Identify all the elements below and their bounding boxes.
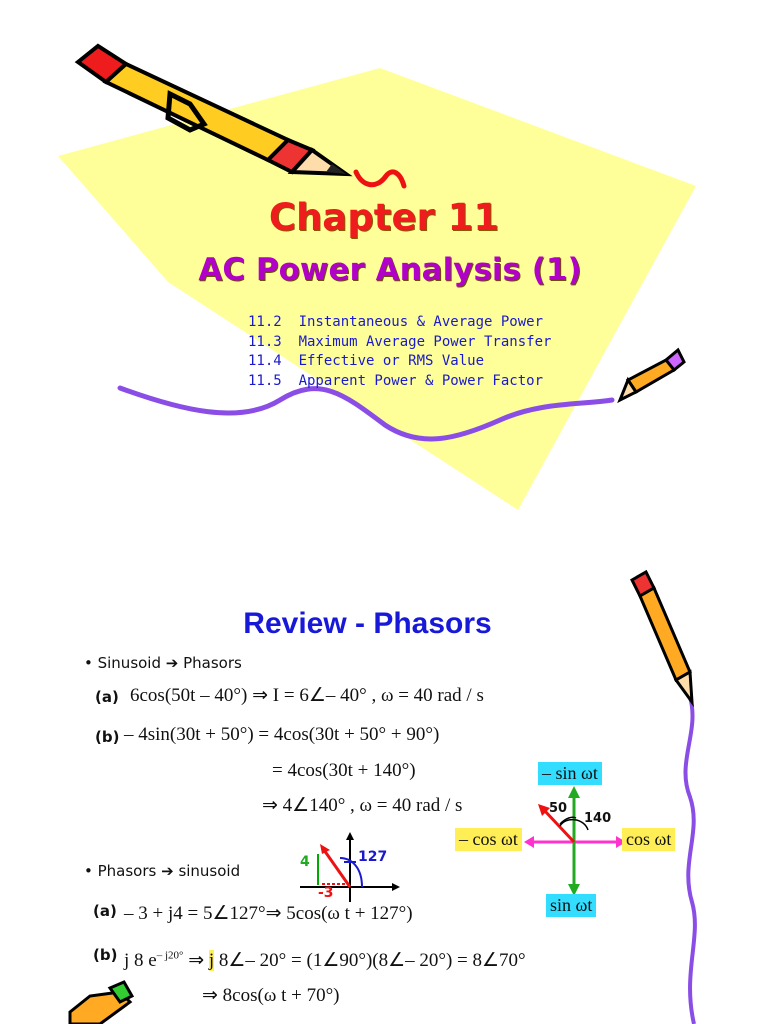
- label-b2: (b): [93, 946, 118, 964]
- equation-b-line3: ⇒ 4∠140° , ω = 40 rad / s: [262, 795, 463, 816]
- equation-d-line2: ⇒ 8cos(ω t + 70°): [202, 985, 340, 1006]
- small-pencil-icon: [617, 347, 686, 404]
- slide-chapter-title: Chapter 11 AC Power Analysis (1) 11.2 In…: [58, 43, 696, 510]
- equation-b-line2: = 4cos(30t + 140°): [272, 760, 416, 781]
- axis-label-minus-cos: – cos ωt: [455, 828, 522, 851]
- section-item: 11.4 Effective or RMS Value: [248, 353, 485, 369]
- equation-d-line1: j 8 e– j20° ⇒ j 8∠– 20° = (1∠90°)(8∠– 20…: [124, 949, 526, 972]
- axis-label-minus-sin: – sin ωt: [538, 762, 602, 785]
- phasor-axes-diagram: [524, 786, 626, 896]
- angle-label-140: 140: [584, 811, 612, 826]
- equation-d-arrow: ⇒: [183, 950, 209, 971]
- big-pencil-icon: [74, 43, 353, 177]
- section-item: 11.5 Apparent Power & Power Factor: [248, 372, 544, 389]
- slide1-decoration: [58, 43, 696, 510]
- section-item: 11.2 Instantaneous & Average Power: [248, 314, 544, 330]
- axis-label-cos: cos ωt: [622, 828, 676, 851]
- red-squiggle: [353, 169, 407, 189]
- label-a: (a): [95, 688, 119, 706]
- highlighted-j: j: [208, 950, 215, 971]
- equation-c: – 3 + j4 = 5∠127°⇒ 5cos(ω t + 127°): [124, 903, 413, 924]
- section-item: 11.3 Maximum Average Power Transfer: [248, 333, 552, 350]
- equation-d-exponent: – j20°: [156, 949, 184, 962]
- purple-wave-line: [117, 385, 615, 442]
- small-diagram-label-127: 127: [358, 849, 388, 865]
- small-diagram-label-4: 4: [300, 854, 310, 870]
- small-diagram-label-minus3: -3: [318, 885, 334, 901]
- chapter-title: Chapter 11: [268, 196, 500, 239]
- slide-review-phasors: Review - Phasors • Sinusoid ➔ Phasors (a…: [0, 512, 768, 1024]
- section-list: 11.2 Instantaneous & Average Power 11.3 …: [248, 313, 551, 391]
- axis-label-sin: sin ωt: [546, 894, 597, 917]
- slide2-decoration: [68, 569, 697, 1024]
- review-title: Review - Phasors: [243, 607, 492, 640]
- equation-a: 6cos(50t – 40°) ⇒ I = 6∠– 40° , ω = 40 r…: [130, 685, 484, 706]
- equation-b-line1: – 4sin(30t + 50°) = 4cos(30t + 50° + 90°…: [124, 724, 440, 745]
- bottom-pencils-icon: [68, 980, 135, 1024]
- label-a2: (a): [93, 902, 117, 920]
- small-phasor-diagram: [300, 832, 400, 902]
- label-b: (b): [95, 728, 120, 746]
- equation-d-post: 8∠– 20° = (1∠90°)(8∠– 20°) = 8∠70°: [214, 950, 526, 971]
- bullet-sinusoid-to-phasors: • Sinusoid ➔ Phasors: [84, 654, 242, 672]
- chapter-subtitle: AC Power Analysis (1): [198, 252, 582, 288]
- equation-d-pre: j 8 e: [124, 950, 157, 971]
- slide2-pencil-icon: [630, 569, 694, 708]
- yellow-diamond-shape: [58, 68, 696, 510]
- angle-label-50: 50: [549, 801, 568, 816]
- bullet-phasors-to-sinusoid: • Phasors ➔ sinusoid: [84, 862, 241, 880]
- purple-wave-border: [683, 696, 697, 1024]
